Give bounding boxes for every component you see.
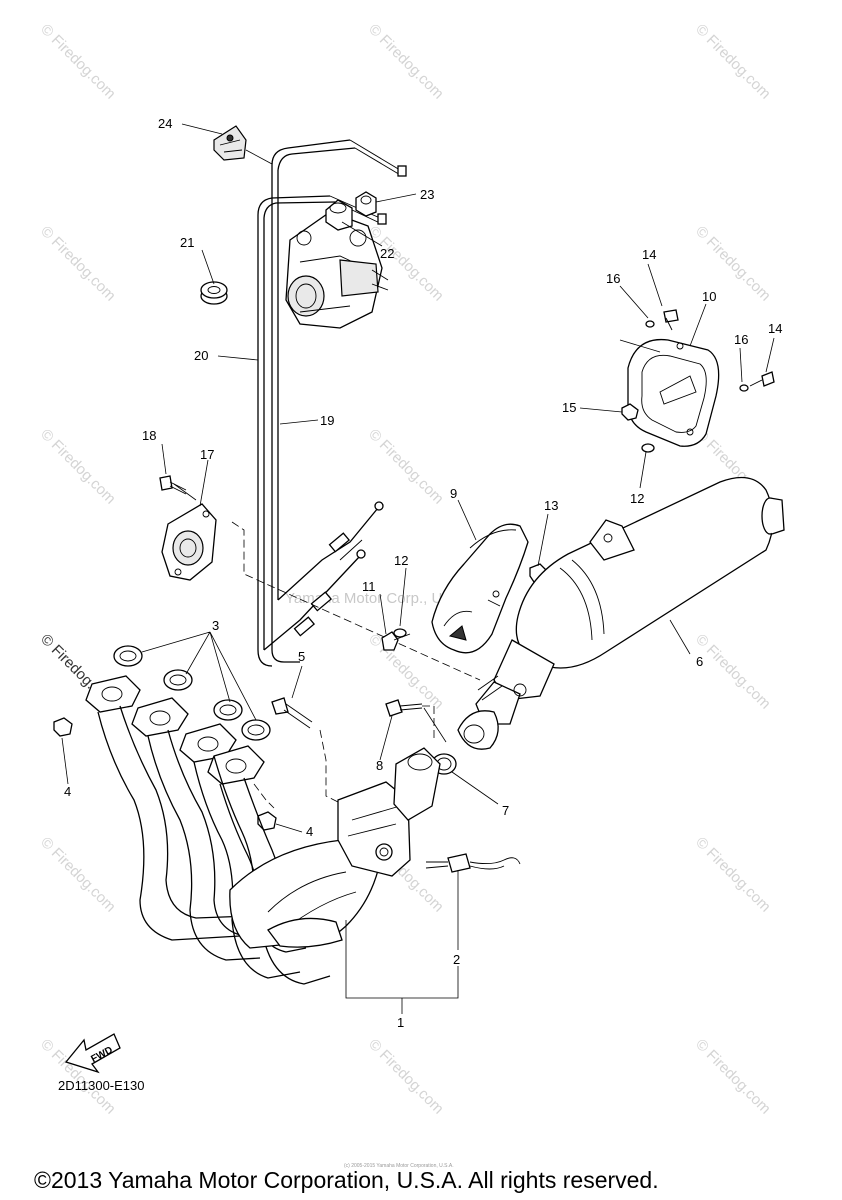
center-watermark: Yamaha Motor Corp., U.S.A. (285, 590, 475, 607)
muffler-protector-9 (431, 523, 529, 654)
watermark: © Firedog.com (692, 631, 774, 713)
callout-23: 23 (420, 187, 434, 202)
gaskets-3 (113, 645, 271, 741)
callout-2: 2 (453, 952, 460, 967)
throttle-assembly (285, 191, 389, 329)
callout-10: 10 (702, 289, 716, 304)
bolt-5 (271, 697, 347, 807)
watermark: © Firedog.com (37, 834, 119, 916)
watermark: © Firedog.com (365, 21, 447, 103)
exhaust-pipe-1 (85, 675, 441, 985)
callout-4: 4 (306, 824, 313, 839)
callout-21: 21 (180, 235, 194, 250)
watermark: © Firedog.com (365, 1036, 447, 1118)
grommet-21 (200, 281, 228, 305)
callout-18: 18 (142, 428, 156, 443)
watermark: © Firedog.com (692, 834, 774, 916)
callout-6: 6 (696, 654, 703, 669)
callout-8: 8 (376, 758, 383, 773)
callout-labels: 24 23 22 21 20 19 18 17 14 16 10 14 16 1… (64, 116, 782, 1030)
throttle-cables (231, 139, 481, 681)
callout-3: 3 (212, 618, 219, 633)
muffler-6 (457, 476, 785, 750)
callout-1: 1 (397, 1015, 404, 1030)
callout-14: 14 (642, 247, 656, 262)
callout-7: 7 (502, 803, 509, 818)
bolt-8 (385, 699, 435, 740)
callout-4: 4 (64, 784, 71, 799)
watermark: © Firedog.com (37, 21, 119, 103)
leader-lines (61, 123, 775, 1014)
callout-11: 11 (362, 579, 376, 594)
callout-20: 20 (194, 348, 208, 363)
diagram-code: 2D11300-E130 (58, 1078, 145, 1093)
callout-22: 22 (380, 246, 394, 261)
callout-12: 12 (630, 491, 644, 506)
callout-14: 14 (768, 321, 782, 336)
watermark: © Firedog.com (365, 426, 447, 508)
callout-16: 16 (606, 271, 620, 286)
watermark: © Firedog.com (365, 631, 447, 713)
callout-15: 15 (562, 400, 576, 415)
callout-16: 16 (734, 332, 748, 347)
fine-print: (c) 2005-2015 Yamaha Motor Corporation, … (344, 1163, 454, 1169)
o2-sensor-2 (425, 853, 521, 873)
watermark: © Firedog.com (692, 1036, 774, 1118)
bolt-11 (381, 628, 411, 651)
watermark: © Firedog.com (37, 426, 119, 508)
callout-24: 24 (158, 116, 172, 131)
bracket-17 (159, 475, 217, 581)
callout-9: 9 (450, 486, 457, 501)
callout-12: 12 (394, 553, 408, 568)
cable-clamp-24 (213, 125, 247, 161)
callout-13: 13 (544, 498, 558, 513)
protector-10 (619, 309, 775, 453)
callout-17: 17 (200, 447, 214, 462)
nuts-4 (53, 717, 277, 831)
callout-5: 5 (298, 649, 305, 664)
watermark: © Firedog.com (37, 223, 119, 305)
callout-19: 19 (320, 413, 334, 428)
watermark: © Firedog.com (692, 21, 774, 103)
copyright-notice: ©2013 Yamaha Motor Corporation, U.S.A. A… (34, 1167, 659, 1193)
